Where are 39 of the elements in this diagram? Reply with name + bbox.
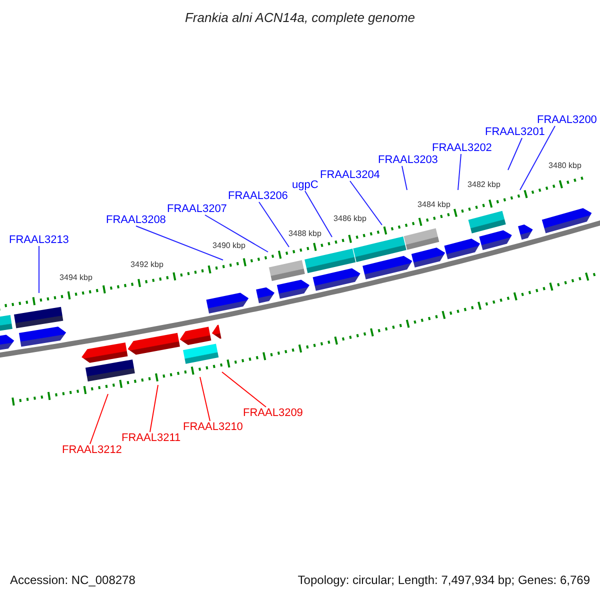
scale-label: 3488 kbp	[288, 229, 322, 239]
scale-label: 3492 kbp	[130, 260, 164, 270]
gene-label: FRAAL3201	[485, 126, 545, 138]
gene-label: ugpC	[292, 179, 318, 191]
leader-line	[90, 394, 108, 444]
accession-label: Accession: NC_008278	[10, 573, 136, 587]
leader-line	[350, 180, 382, 226]
leader-line	[38, 246, 40, 294]
gene-label: FRAAL3204	[320, 169, 380, 181]
gene-label: FRAAL3206	[228, 190, 288, 202]
leader-line	[150, 384, 158, 432]
scale-label: 3486 kbp	[334, 214, 366, 224]
leader-line	[520, 126, 556, 190]
leader-line	[200, 376, 210, 422]
leader-line	[508, 138, 522, 170]
leader-line	[222, 372, 266, 408]
genome-info-label: Topology: circular; Length: 7,497,934 bp; Genes: 6,769	[298, 573, 590, 587]
leader-line	[258, 202, 290, 248]
leader-line	[204, 214, 268, 252]
scale-label: 3484 kbp	[418, 200, 450, 210]
title: Frankia alni ACN14a, complete genome	[184, 10, 416, 25]
leader-line	[458, 154, 462, 190]
gene-label: FRAAL3213	[9, 234, 69, 246]
scale-label: 3490 kbp	[212, 241, 246, 251]
leader-line	[136, 226, 224, 260]
scale-label: 3494 kbp	[60, 273, 92, 283]
leader-line	[402, 166, 408, 190]
scale-label: 3482 kbp	[468, 180, 500, 190]
gene-label: FRAAL3200	[537, 114, 597, 126]
leader-line	[304, 190, 332, 238]
gene-label: FRAAL3211	[122, 432, 181, 444]
gene-label: FRAAL3209	[243, 407, 303, 419]
gene-label: FRAAL3203	[378, 154, 438, 166]
gene-label: FRAAL3212	[62, 444, 122, 456]
gene-label: FRAAL3208	[106, 214, 166, 226]
scale-label: 3480 kbp	[548, 161, 582, 171]
gene-label: FRAAL3207	[167, 203, 227, 215]
gene-label: FRAAL3202	[432, 142, 492, 154]
gene-label: FRAAL3210	[183, 421, 243, 433]
